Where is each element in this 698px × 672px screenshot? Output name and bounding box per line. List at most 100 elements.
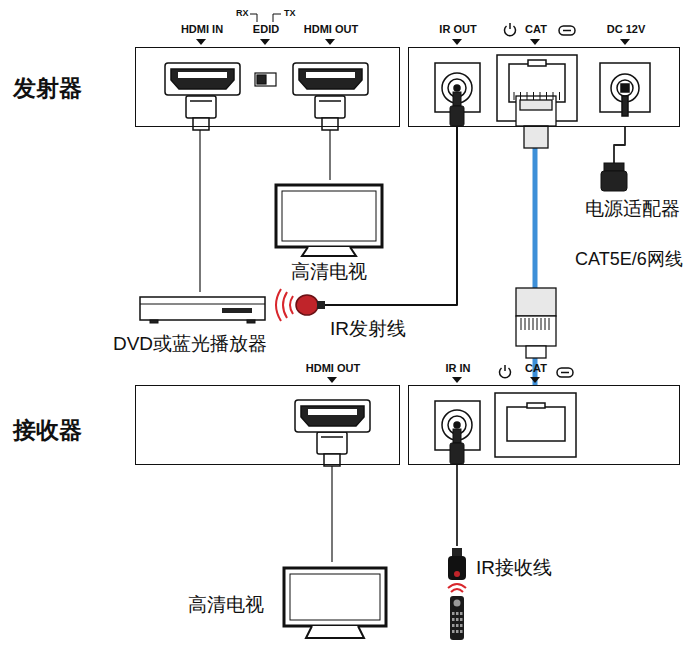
port-label: HDMI OUT [304, 23, 358, 36]
edid-switch [255, 73, 276, 86]
rj45-pins [529, 318, 530, 330]
rj45-port [507, 407, 565, 441]
remote-control [456, 612, 459, 615]
hdmi-port [299, 69, 362, 89]
cable [456, 465, 458, 546]
port-label: HDMI OUT [306, 362, 360, 375]
device-label: DVD或蓝光播放器 [113, 333, 267, 355]
ir-receiver [448, 556, 466, 580]
remote-control [452, 630, 455, 633]
rj45-plug [516, 96, 556, 126]
ir-emitter [296, 295, 318, 315]
ir-receiver [454, 571, 460, 577]
device-panel: 发射器HDMI INEDIDHDMI OUT [135, 47, 400, 127]
edid-switch [255, 73, 276, 86]
cable [329, 127, 331, 180]
port-label: IR IN [445, 362, 470, 375]
dc-jack [600, 63, 650, 116]
power-icon [504, 365, 506, 371]
hdmi-port [301, 406, 364, 426]
ir-emitter [276, 289, 281, 321]
tv [284, 568, 386, 638]
dc-jack [621, 84, 629, 92]
port-label: CAT [525, 23, 547, 36]
device-label: 发射器 [13, 75, 82, 101]
port-label: EDID [253, 23, 279, 36]
ir-plug [453, 429, 461, 443]
hdmi-plug [322, 118, 338, 130]
remote-control [460, 624, 463, 627]
device-label: 高清电视 [188, 594, 264, 616]
cable [614, 127, 625, 163]
ir-jack [454, 422, 460, 428]
remote-control [450, 596, 464, 640]
rj45-pins [559, 92, 560, 100]
remote-control [448, 584, 466, 588]
dc-jack [617, 80, 633, 96]
rj45-plug [524, 126, 548, 148]
ir-emitter [290, 296, 293, 314]
edid-bracket [250, 14, 257, 22]
ir-emitter [276, 289, 325, 321]
rj45-pins [545, 318, 546, 330]
device-label: IR接收线 [476, 557, 552, 579]
rj45-pins [541, 318, 542, 330]
link-icon [561, 372, 569, 374]
ir-emitter [317, 301, 325, 309]
cable [199, 127, 201, 292]
ir-plug [450, 92, 464, 464]
hdmi-plug [193, 118, 209, 130]
tv [276, 185, 382, 247]
ir-jack [454, 85, 460, 91]
rj45-plug [526, 346, 546, 358]
hdmi-port [171, 69, 234, 89]
port-pointer [327, 377, 337, 383]
hdmi-port [295, 400, 370, 432]
device-label: 接收器 [13, 417, 82, 443]
hdmi-port [308, 409, 357, 415]
ir-receiver [448, 548, 466, 580]
remote-control [456, 624, 459, 627]
cable [331, 465, 333, 562]
port-pointer [530, 377, 540, 383]
remote-control [460, 630, 463, 633]
rj45-pins [553, 92, 554, 100]
hdmi-plug [321, 436, 343, 438]
tv [276, 185, 382, 256]
remote-control [460, 612, 463, 615]
hdmi-plug [315, 96, 345, 118]
rj45-pins [533, 92, 534, 100]
rj45-pins [525, 318, 526, 330]
rj45-plug [516, 96, 556, 358]
ir-plug [450, 106, 464, 126]
remote-control [451, 589, 463, 592]
power-adapter [601, 171, 627, 191]
device-panel: IR INCAT [408, 385, 680, 465]
device-group: 高清电视 [170, 562, 392, 646]
remote-control [448, 584, 466, 640]
dvd-player [247, 320, 255, 323]
power-adapter [601, 163, 627, 191]
rj45-pins [521, 318, 522, 330]
remote-control [456, 618, 459, 621]
tv [282, 191, 376, 241]
ir-jack [435, 63, 480, 112]
rj45-plug [516, 316, 556, 346]
rj45-pins [549, 318, 550, 330]
switch-position-label: RX [236, 8, 249, 18]
port-label: CAT [525, 362, 547, 375]
device-label: 高清电视 [291, 261, 367, 283]
hdmi-port [178, 72, 227, 78]
port-pointer [196, 39, 630, 383]
rj45-plug [520, 100, 552, 110]
power-adapter [604, 163, 624, 171]
remote-control [452, 600, 463, 634]
device-panel: 接收器HDMI OUT [135, 385, 400, 465]
port-pointer [196, 39, 206, 45]
device-group: 电源适配器 [570, 163, 692, 223]
dc-jack [622, 96, 628, 116]
port-label: DC 12V [607, 23, 646, 36]
hdmi-plug [190, 100, 212, 102]
rj45-pins [527, 92, 528, 100]
link-icon [559, 26, 575, 35]
